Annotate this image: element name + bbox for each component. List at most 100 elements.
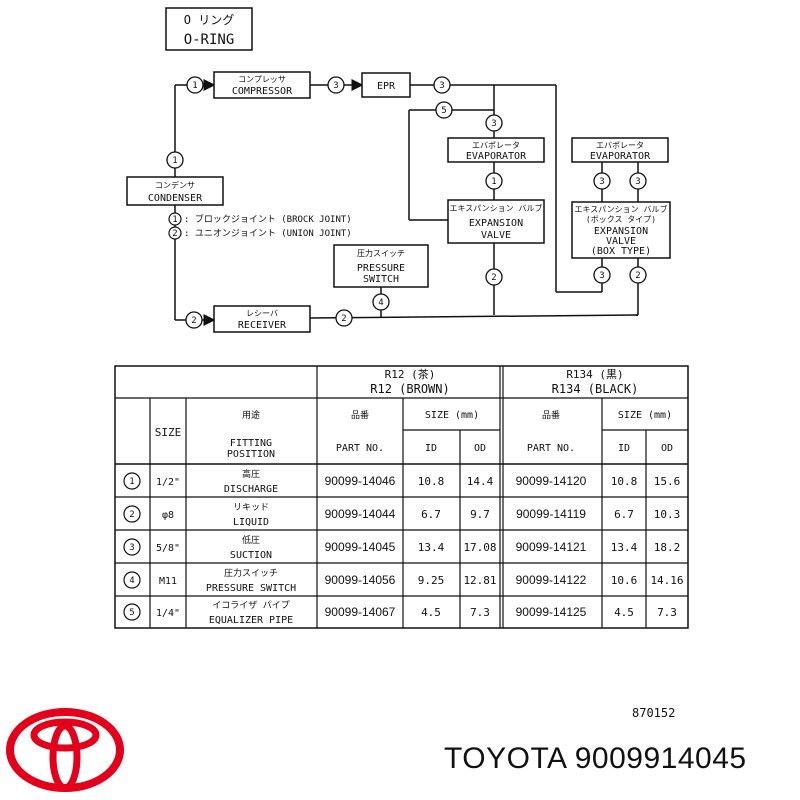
toyota-logo-icon [6,708,124,792]
o-ring-title-box: O リング O-RING [165,7,253,51]
r12-id-header: ID [425,443,437,454]
row-r134-od: 14.16 [650,574,683,587]
row-size: 1/4" [156,608,180,619]
figure-code: 870152 [632,706,676,720]
legend-1-num: 1 [172,215,177,225]
table-row: 5 1/4" イコライザ パイプ EQUALIZER PIPE 90099-14… [123,600,677,626]
row-size: 5/8" [156,543,180,554]
r12-header-en: R12 (BROWN) [370,382,449,396]
evaporator-right-box: エバポレータ EVAPORATOR [571,137,669,163]
marker-2-receiver-out: 2 [335,309,353,327]
legend-2-num: 2 [172,229,177,239]
row-r134-part: 90099-14121 [516,540,587,554]
row-r134-id: 6.7 [614,508,634,521]
row-r12-od: 9.7 [470,508,490,521]
row-fitting-en: PRESSURE SWITCH [206,583,296,594]
r134-size-mm-header: SIZE (mm) [618,410,672,421]
table-row: 3 5/8" 低圧 SUCTION 90099-14045 13.4 17.08… [123,534,680,561]
row-r134-part: 90099-14125 [516,605,587,619]
expansion-valve-left-box: エキスパンション バルブ EXPANSION VALVE [447,199,545,244]
fitting-header-jp: 用途 [242,409,260,421]
marker-3-evap-left: 3 [485,114,503,132]
row-r12-id: 4.5 [421,606,441,619]
condenser-box: コンデンサ CONDENSER [126,176,224,206]
table-row: 1 1/2" 高圧 DISCHARGE 90099-14046 10.8 14.… [123,468,680,495]
receiver-jp: レシーバ [246,309,278,318]
row-r134-part: 90099-14122 [516,573,587,587]
table-headers: R12 (茶) R12 (BROWN) R134 (黒) R134 (BLACK… [155,368,673,460]
row-fitting-jp: リキッド [233,503,269,513]
size-column-header: SIZE [155,426,182,439]
fitting-header-en2: POSITION [227,449,275,460]
joint-legend: 1 : ブロックジョイント (BROCK JOINT) 2 : ユニオンジョイン… [168,212,352,240]
svg-text:3: 3 [333,81,338,91]
marker-3-right-c: 3 [593,266,611,284]
row-r134-id: 10.8 [611,475,638,488]
title-en: O-RING [184,32,235,48]
r12-od-header: OD [474,443,486,454]
marker-3-epr-out: 3 [433,76,451,94]
r134-header-en: R134 (BLACK) [552,382,639,396]
svg-text:3: 3 [439,81,444,91]
row-fitting-jp: 低圧 [242,534,260,546]
row-r12-id: 6.7 [421,508,441,521]
pressure-switch-en1: PRESSURE [357,263,405,274]
r134-id-header: ID [618,443,630,454]
row-r12-od: 14.4 [467,475,494,488]
compressor-box: コンプレッサ COMPRESSOR [213,71,311,99]
row-r12-od: 17.08 [463,541,496,554]
svg-text:3: 3 [599,271,604,281]
row-r12-id: 10.8 [418,475,445,488]
legend-brock-joint: : ブロックジョイント (BROCK JOINT) [184,213,352,225]
row-fitting-en: EQUALIZER PIPE [209,615,293,626]
receiver-en: RECEIVER [238,320,287,331]
row-r12-id: 9.25 [418,574,445,587]
row-fitting-en: LIQUID [233,517,269,528]
marker-2-receiver-in: 2 [185,311,203,329]
o-ring-schematic: O リング O-RING コンプレッサ COMPRESSOR EPR [126,7,671,333]
expansion-valve-right-en1: EXPANSION [594,226,648,237]
evaporator-right-jp: エバポレータ [596,141,644,150]
pressure-switch-en2: SWITCH [363,274,399,285]
svg-text:1: 1 [491,177,496,187]
marker-3-comp-out: 3 [327,76,345,94]
evaporator-left-en: EVAPORATOR [466,151,527,162]
receiver-box: レシーバ RECEIVER [213,305,311,333]
fitting-header-en1: FITTING [230,438,272,449]
row-r12-od: 12.81 [463,574,496,587]
svg-text:2: 2 [341,314,346,324]
r134-partno-header-jp: 品番 [542,409,560,421]
row-r134-id: 13.4 [611,541,638,554]
row-number: 2 [129,510,134,520]
r134-od-header: OD [661,443,673,454]
row-size: 1/2" [156,477,180,488]
evaporator-right-en: EVAPORATOR [590,151,651,162]
svg-text:2: 2 [491,273,496,283]
row-r134-part: 90099-14119 [516,507,586,521]
condenser-en: CONDENSER [148,193,203,204]
r12-size-mm-header: SIZE (mm) [425,410,479,421]
svg-text:2: 2 [191,316,196,326]
marker-5-equalizer: 5 [435,101,453,119]
row-number: 4 [129,576,134,586]
table-row: 4 M11 圧力スイッチ PRESSURE SWITCH 90099-14056… [123,567,684,594]
title-jp: O リング [184,13,234,27]
row-number: 3 [129,543,134,553]
condenser-jp: コンデンサ [155,180,195,190]
row-r12-od: 7.3 [470,606,490,619]
row-r134-id: 4.5 [614,606,634,619]
row-r12-part: 90099-14046 [325,474,396,488]
expansion-valve-left-en2: VALVE [481,230,511,241]
o-ring-spec-table: R12 (茶) R12 (BROWN) R134 (黒) R134 (BLACK… [114,365,689,629]
expansion-valve-right-jp1: エキスパンション バルブ [575,204,668,214]
expansion-valve-right-jp2: (ボックス タイプ) [586,215,656,224]
row-number: 5 [129,608,134,618]
row-fitting-jp: イコライザ パイプ [212,600,289,611]
svg-text:3: 3 [491,119,496,129]
row-fitting-jp: 高圧 [242,468,260,480]
marker-4-pressure: 4 [372,293,390,311]
svg-text:3: 3 [599,177,604,187]
r134-partno-header-en: PART NO. [527,443,575,454]
table-grid [114,365,689,629]
row-r12-id: 13.4 [418,541,445,554]
